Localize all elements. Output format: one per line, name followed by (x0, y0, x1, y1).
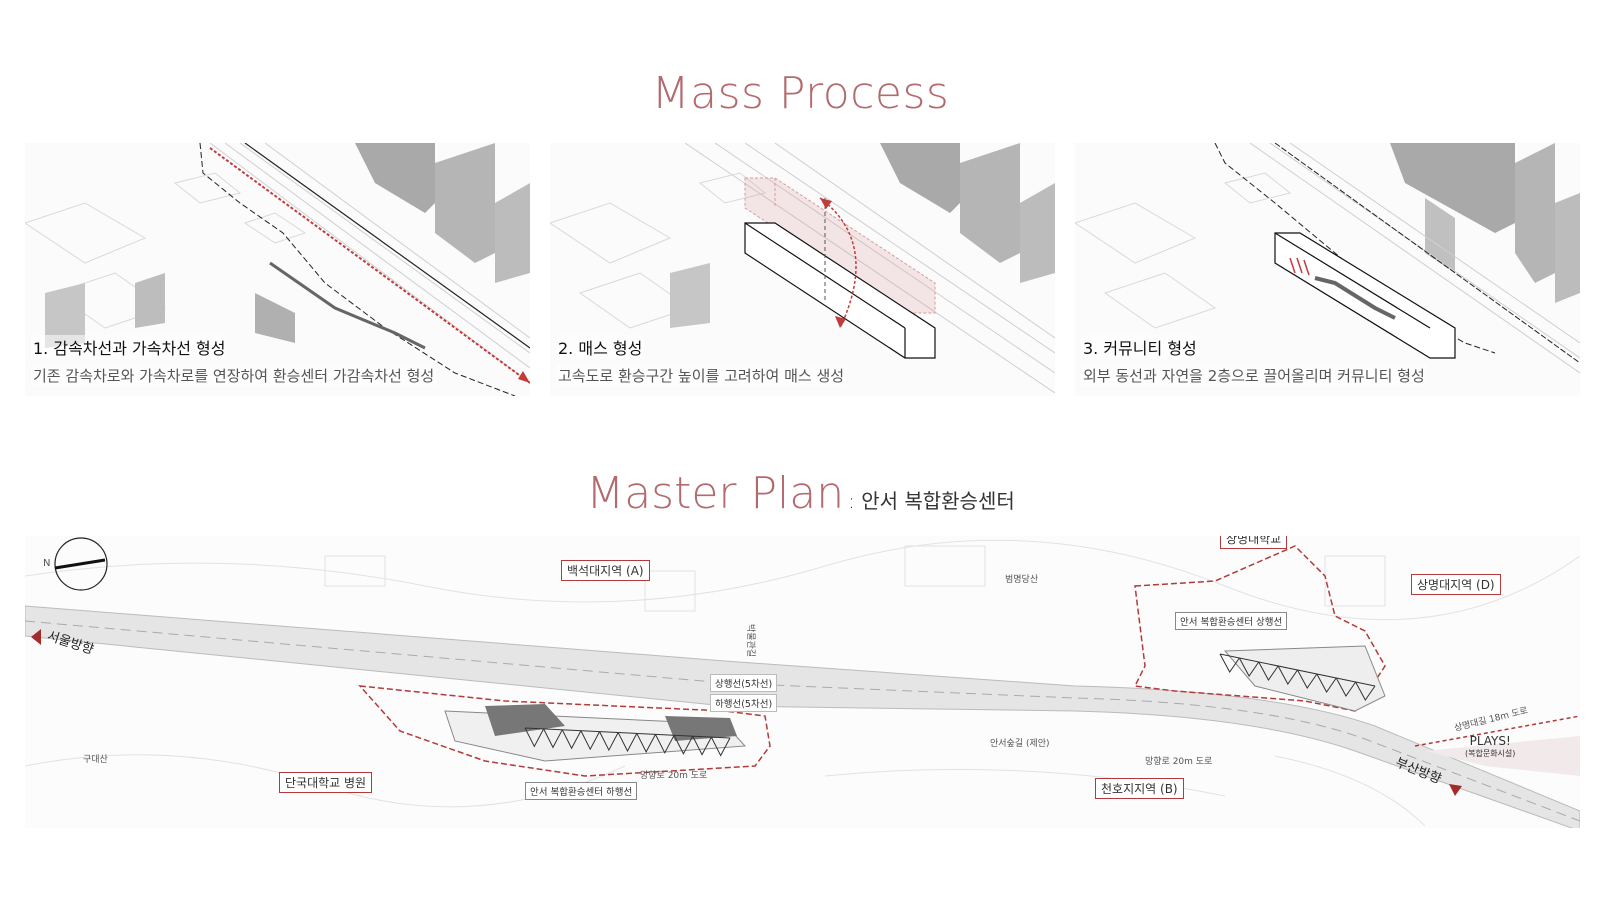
label-baekseokdae: 백석대지역 (A) (561, 560, 650, 581)
step-3-title: 3. 커뮤니티 형성 (1081, 335, 1199, 359)
label-cheonho-area: 천호지지역 (B) (1095, 778, 1184, 799)
step-1-desc: 기존 감속차로와 가속차로를 연장하여 환승센터 가감속차선 형성 (31, 365, 437, 386)
south-center-truss (524, 727, 731, 757)
label-bakmulgwan: 박물관길 (745, 623, 756, 658)
compass-circle (54, 537, 108, 591)
label-temple: 범명당산 (1005, 575, 1039, 585)
mass-step-1-panel: 1. 감속차선과 가속차선 형성 기존 감속차로와 가속차로를 연장하여 환승센… (25, 143, 530, 396)
plays-sub: (복합문화시설) (1465, 749, 1516, 758)
master-plan-subtitle: : 안서 복합환승센터 (848, 489, 1015, 513)
label-anseo-forest: 안서숲길 (제안) (990, 739, 1050, 749)
compass-needle (54, 558, 106, 570)
step-1-diagram (25, 143, 530, 396)
mass-step-3-panel: 3. 커뮤니티 형성 외부 동선과 자연을 2층으로 끌어올리며 커뮤니티 형성 (1075, 143, 1580, 396)
label-sangmyung-area: 상명대지역 (D) (1411, 574, 1501, 595)
tower-block (355, 143, 435, 213)
mass-volume (744, 222, 936, 359)
step-3-desc: 외부 동선과 자연을 2층으로 끌어올리며 커뮤니티 형성 (1081, 365, 1427, 386)
step-2-desc: 고속도로 환승구간 높이를 고려하여 매스 생성 (556, 365, 847, 386)
step-3-diagram (1075, 143, 1580, 374)
label-mangyang-road-south: 망향로 20m 도로 (640, 771, 708, 781)
label-gudaesan: 구대산 (83, 755, 108, 765)
seoul-arrow-icon (31, 629, 41, 645)
label-north-center: 안서 복합환승센터 상행선 (1175, 612, 1288, 630)
label-dankook-hospital: 단국대학교 병원 (279, 772, 373, 793)
master-plan-title: Master Plan (586, 468, 845, 519)
north-site-boundary (1133, 545, 1386, 712)
south-site-boundary (358, 685, 771, 777)
step-1-title: 1. 감속차선과 가속차선 형성 (31, 335, 228, 359)
master-plan-map: N 백석대지역 (A) 상명대학교 상명대지역 (D) 단국대학교 병원 천호지… (25, 536, 1580, 828)
label-mangyang-road-north: 망향로 20m 도로 (1145, 757, 1213, 767)
label-up-line: 상행선(5차선) (710, 674, 778, 692)
label-south-center: 안서 복합환승센터 하행선 (525, 782, 638, 800)
busan-arrow-icon (1449, 784, 1462, 796)
step-2-diagram (550, 143, 1055, 394)
mass-step-2-panel: 2. 매스 형성 고속도로 환승구간 높이를 고려하여 매스 생성 (550, 143, 1055, 396)
master-plan-drawing (25, 537, 1580, 828)
label-down-line: 하행선(5차선) (710, 694, 778, 712)
community-volume (1274, 232, 1456, 359)
plays-name: PLAYS! (1469, 734, 1511, 748)
mass-process-title: Mass Process (651, 68, 950, 119)
step-2-title: 2. 매스 형성 (556, 335, 645, 359)
label-sangmyung-univ: 상명대학교 (1220, 536, 1288, 549)
label-plays: PLAYS! (복합문화시설) (1465, 734, 1515, 759)
compass-label: N (43, 558, 51, 569)
expressway (25, 605, 1580, 828)
north-center-truss (1219, 653, 1376, 701)
master-plan-heading: Master Plan: 안서 복합환승센터 (0, 468, 1601, 519)
